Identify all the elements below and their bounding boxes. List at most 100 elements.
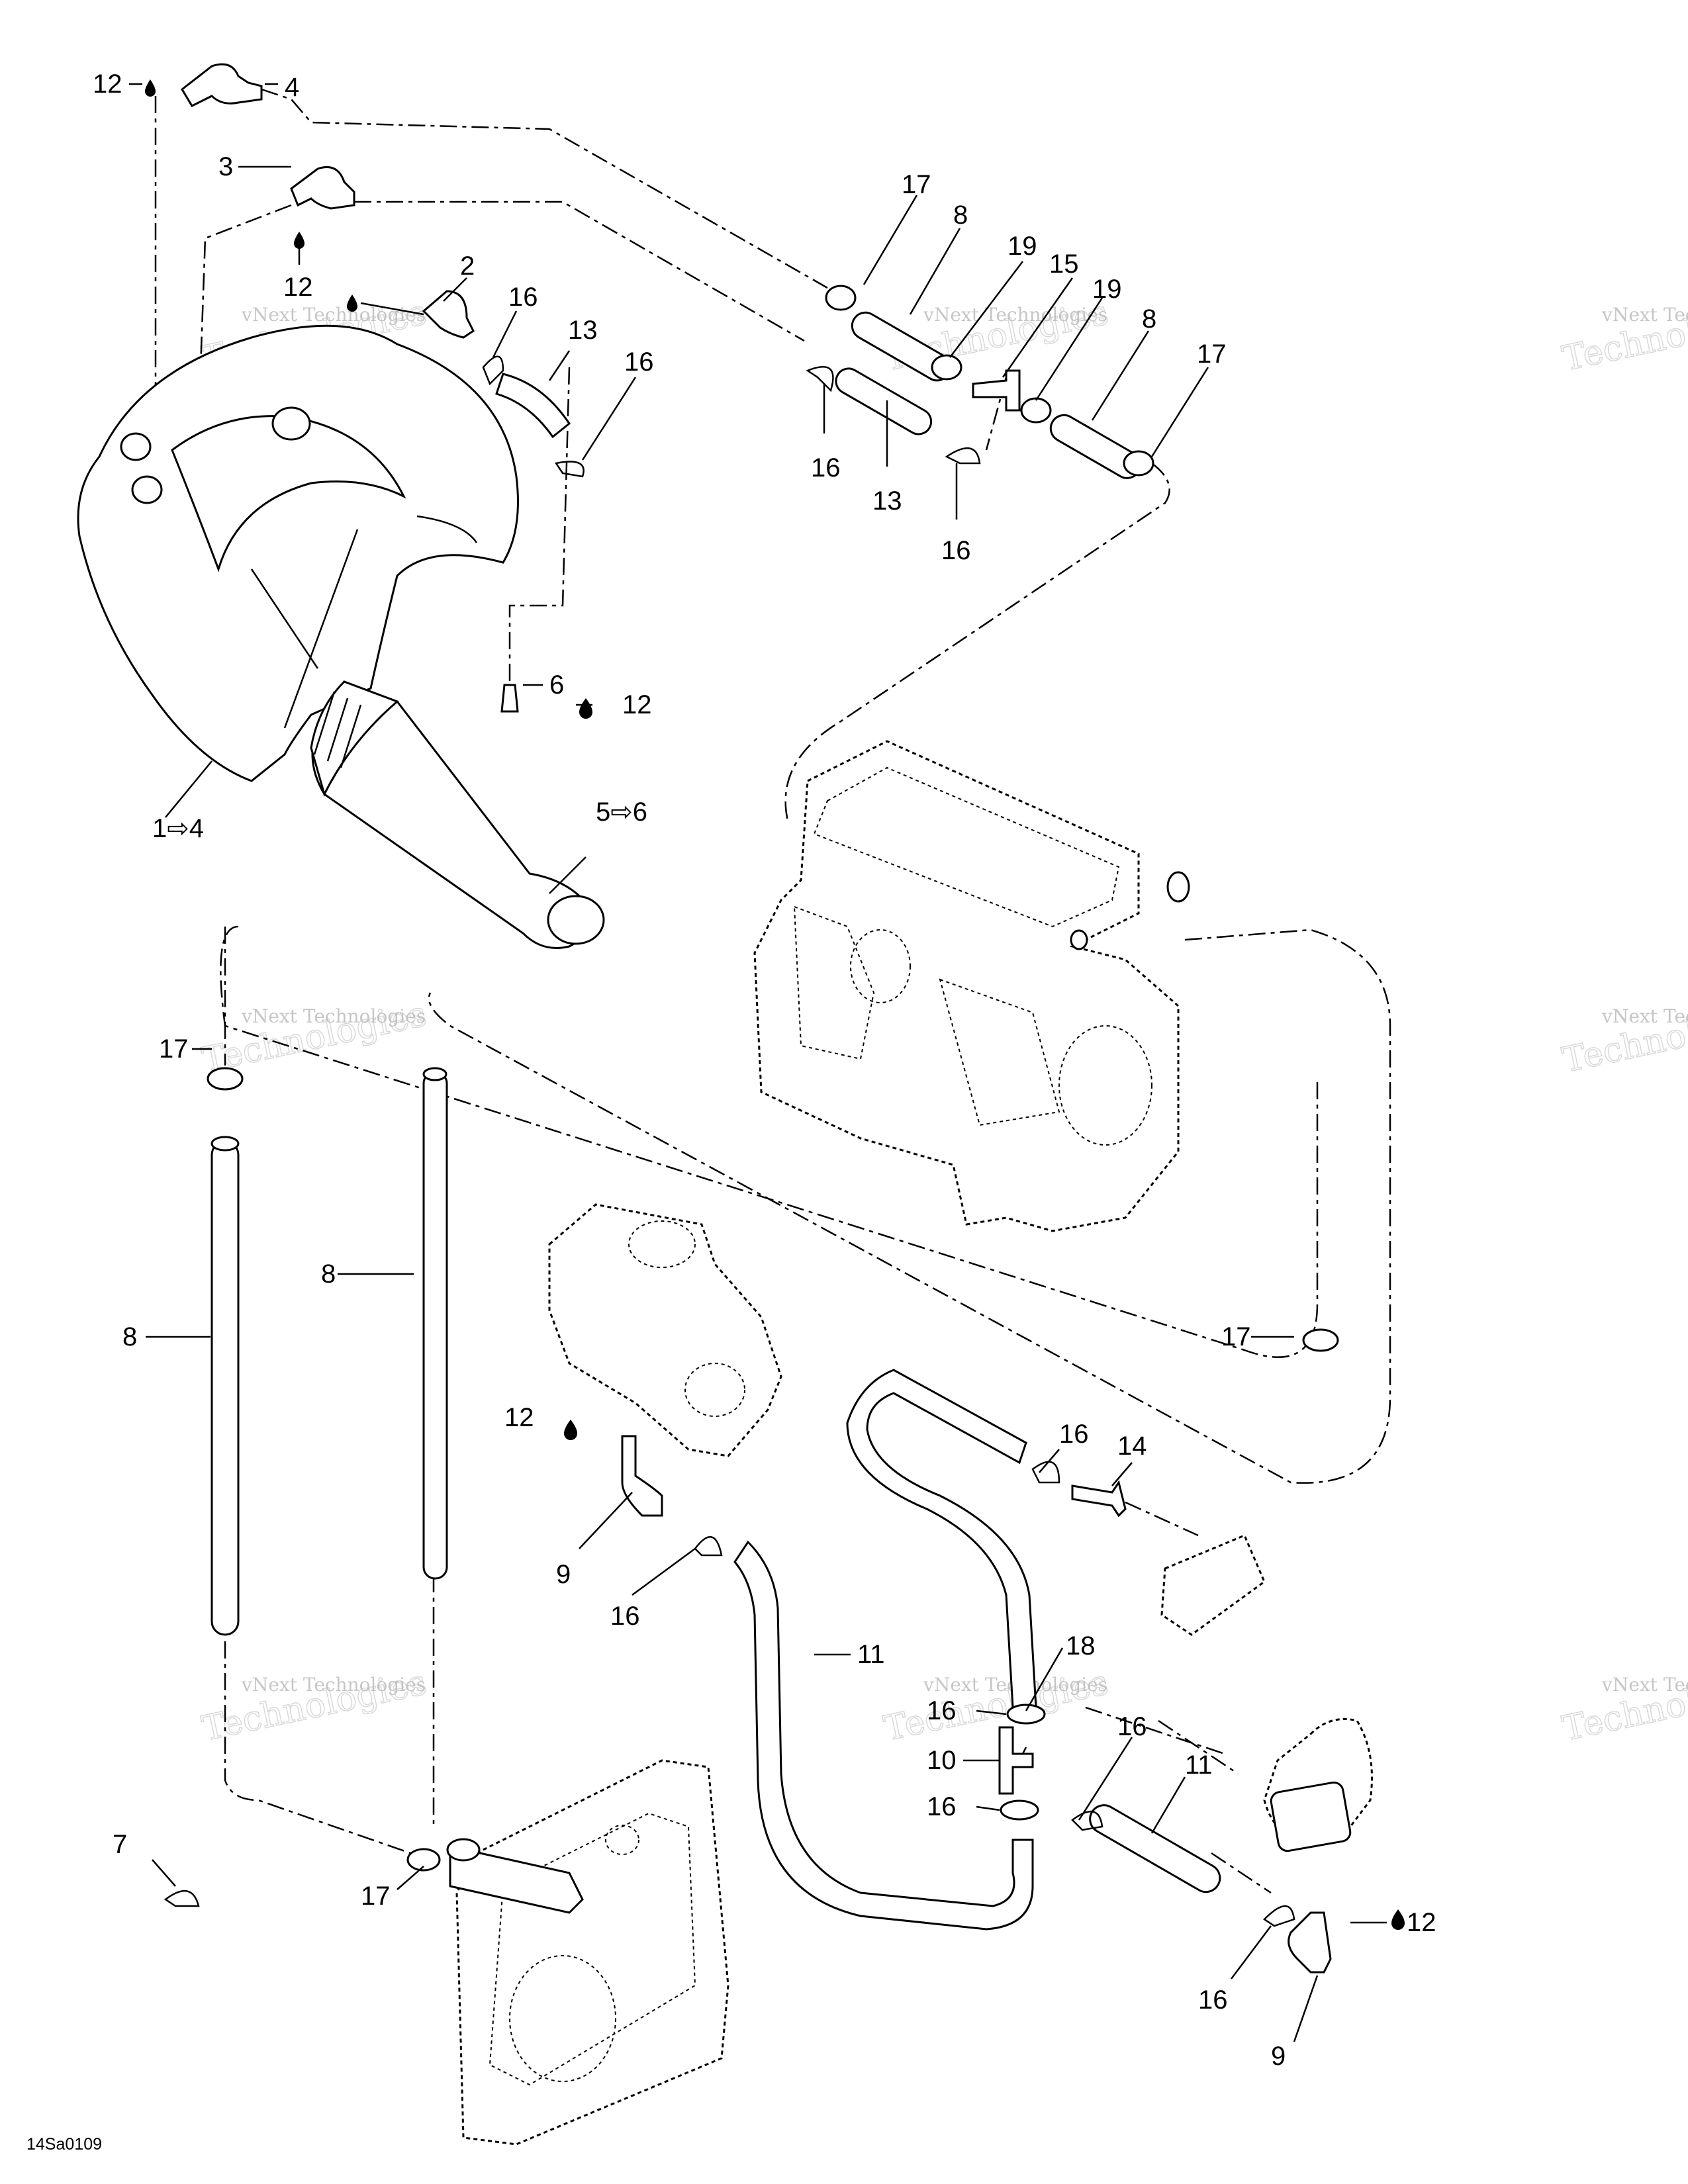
clamp-19 [1020,397,1052,424]
clamp-19 [931,354,962,381]
callout-label: 3 [218,152,233,181]
callout-label: 9 [556,1560,571,1589]
clamp-16 [1071,1810,1103,1831]
clamp-16 [1006,1704,1046,1725]
clamp-17 [207,1067,244,1091]
sealant-drop-icon [564,1420,577,1440]
exhaust-pipe [77,324,519,782]
callout-label: 16 [1198,1985,1228,2015]
elbow-fitting-3 [290,166,355,210]
exhaust-port [120,432,152,461]
callout-label: 18 [1066,1631,1096,1661]
sealant-drop-icon [347,295,357,312]
callout-label: 16 [927,1792,957,1821]
clamp-17 [406,1848,441,1872]
callout-label: 9 [1271,2042,1286,2071]
hose-13 [835,367,933,435]
manifold-outline [548,1203,782,1457]
exhaust-port [131,475,163,504]
callout-label: 11 [1185,1751,1213,1780]
callout-label: 17 [902,170,931,199]
clamps [164,285,1339,1927]
clamp-16 [1263,1905,1295,1927]
callout-label: 8 [1142,304,1156,334]
callout-label: 14 [1117,1432,1147,1461]
pump-plate-outline [449,1759,729,2146]
clamp-16 [1031,1461,1060,1484]
callout-label: 17 [361,1882,391,1911]
callout-label: 13 [872,486,902,516]
tee-fitting-15 [972,369,1021,412]
outlet-outline [1263,1718,1373,1852]
clamp-7 [164,1889,200,1907]
callout-label: 11 [857,1640,885,1669]
engine-outline [753,740,1190,1232]
watermark: vNext Technologies [241,1674,426,1696]
callout-label: 16 [1117,1712,1147,1741]
callout-label: 1⇨4 [152,814,204,843]
watermark: vNext Technologies [923,304,1107,326]
engine-fitting [1070,929,1088,950]
elbow-fitting-2 [422,290,475,339]
sealant-drop-icon [294,232,305,249]
callout-label: 10 [927,1746,957,1775]
callout-label: 17 [1221,1322,1251,1351]
mounting-bracket [1160,1534,1266,1636]
callout-label: 17 [159,1034,189,1064]
callout-label: 16 [624,347,654,377]
clamp-16 [1000,1799,1039,1821]
callout-leaders [129,83,1387,2042]
clamp-16 [482,355,504,386]
callout-label: 4 [285,73,299,102]
hose-8 [422,1071,448,1580]
callout-label: 19 [1008,232,1037,261]
tee-fitting-10 [998,1726,1034,1795]
callout-label: 16 [927,1696,957,1725]
clamp-16 [554,461,585,478]
callout-label: 16 [1059,1420,1089,1449]
callout-label: 8 [321,1259,336,1289]
clamp-16 [945,447,981,465]
callout-label: 8 [122,1322,137,1351]
elbow-fitting-4 [181,63,263,107]
callout-label: 8 [953,201,968,230]
callout-label: 6 [549,670,564,700]
callout-label: 15 [1049,250,1079,279]
hose-13 [495,373,571,439]
clamp-16 [694,1536,723,1557]
engine-fitting [1166,871,1190,903]
hose-11 [1089,1804,1221,1893]
elbow-fitting-9 [621,1435,663,1517]
watermark: vNext Technologies [241,304,426,326]
callout-labels: 12 4 3 12 2 16 13 16 17 8 19 15 19 8 17 … [93,69,1436,2071]
fittings [181,63,1332,1974]
fitting-14 [1071,1480,1127,1518]
muffler-cone [310,680,605,949]
callout-label: 2 [460,251,475,281]
watermark: vNext Technologies [1601,304,1688,326]
clamp-16 [806,366,834,392]
hose-8 [211,1140,240,1636]
hose-8-end [211,1136,240,1152]
callout-label: 12 [93,69,122,99]
watermark: vNext Technologies [1601,1005,1688,1027]
callout-label: 16 [610,1602,640,1631]
callout-label: 7 [113,1830,127,1859]
hose-18 [846,1369,1037,1709]
callout-label: 16 [508,283,538,312]
watermark: vNext Technologies [241,1005,426,1027]
callout-label: 12 [283,273,313,302]
sealant-drop-icon [579,698,592,719]
callout-label: 12 [622,690,652,719]
callout-label: 12 [1407,1908,1436,1937]
callout-label: 12 [504,1403,534,1432]
nipple-6 [500,684,519,713]
sealant-droplets [145,79,1405,1930]
clamp-17 [446,1838,481,1862]
hoses [211,311,1221,1931]
callout-label: 13 [568,316,598,345]
watermark: vNext Technologies [1601,1674,1688,1696]
callout-label: 19 [1092,275,1122,304]
callout-label: 17 [1197,340,1227,369]
